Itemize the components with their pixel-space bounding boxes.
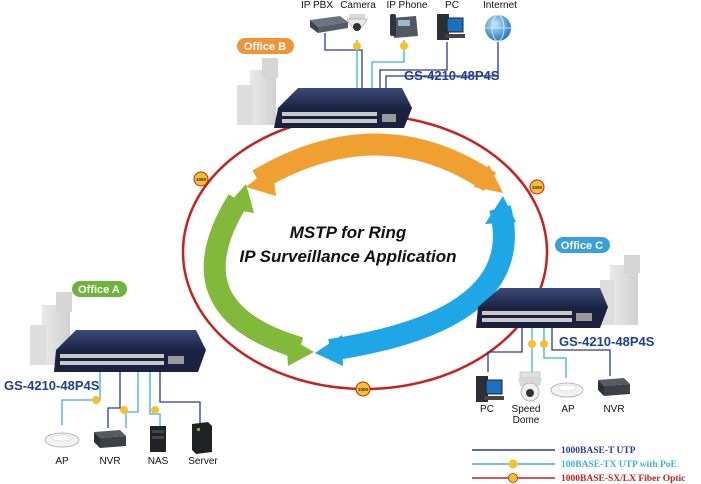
arrow-green-head-bottom — [286, 336, 314, 366]
legend: 1000BASE-T UTP 100BASE-TX UTP with PoE 1… — [472, 446, 685, 484]
ip-pbx-device-b — [310, 16, 348, 33]
ip-phone-device-b — [390, 14, 418, 38]
switch-c-model: GS-4210-48P4S — [559, 334, 655, 349]
device-label-nvr-c: NVR — [603, 404, 624, 415]
switch-a-model: GS-4210-48P4S — [4, 378, 100, 393]
office-a-buildings — [30, 292, 72, 365]
office-b-buildings — [237, 58, 278, 125]
office-b-poe-markers — [353, 42, 408, 50]
office-c-buildings — [600, 255, 640, 325]
arrow-blue-head-bottom — [315, 335, 343, 366]
fiber-bubble-left: 1000 — [193, 171, 209, 187]
pc-device-c — [476, 376, 504, 402]
office-a-wires — [61, 372, 201, 428]
device-label-speed-dome-line1: Speed — [512, 404, 541, 415]
device-label-ip-phone: IP Phone — [387, 0, 428, 11]
device-label-speed-dome-line2: Dome — [513, 415, 540, 426]
fiber-bubble-right: 1000 — [529, 179, 545, 195]
office-b-label: Office B — [244, 41, 286, 53]
device-label-nvr-a: NVR — [99, 456, 120, 467]
legend-utp: 1000BASE-T UTP — [472, 446, 636, 456]
camera-device-b — [346, 14, 368, 31]
device-label-pc-b: PC — [445, 0, 459, 11]
office-c-badge: Office C — [555, 237, 610, 253]
device-label-pc-c: PC — [480, 404, 494, 415]
fiber-bubble-bottom-label: 1000 — [358, 387, 369, 392]
legend-poe: 100BASE-TX UTP with PoE — [472, 459, 677, 470]
legend-fiber-label: 1000BASE-SX/LX Fiber Optic — [561, 474, 685, 484]
device-label-camera: Camera — [340, 0, 376, 11]
office-a-label: Office A — [78, 284, 120, 296]
legend-poe-label: 100BASE-TX UTP with PoE — [561, 460, 677, 470]
switch-a-ports — [60, 354, 184, 365]
office-a-badge: Office A — [72, 281, 127, 297]
switch-a — [54, 330, 206, 372]
device-label-nas-a: NAS — [148, 456, 169, 467]
switch-b-ports — [282, 112, 396, 123]
diagram-title-line1: MSTP for Ring — [290, 223, 407, 242]
pc-device-b — [437, 14, 465, 40]
switch-b — [274, 88, 412, 128]
device-label-ap-a: AP — [55, 456, 69, 467]
fiber-bubble-bottom: 1000 — [355, 381, 371, 397]
switch-c — [476, 288, 608, 328]
legend-utp-label: 1000BASE-T UTP — [561, 446, 636, 456]
arrow-orange-head-right — [474, 165, 503, 193]
arrow-green — [203, 194, 304, 359]
fiber-bubble-left-label: 1000 — [196, 177, 207, 182]
switch-c-ports — [482, 311, 592, 322]
internet-globe-device-b — [485, 14, 511, 42]
speed-dome-device-c — [518, 371, 542, 402]
nvr-device-a — [94, 430, 126, 448]
arrow-orange — [252, 133, 497, 192]
office-c-label: Office C — [561, 240, 603, 252]
arrow-orange-head-left — [246, 166, 276, 196]
arrow-green-head-top — [225, 184, 254, 213]
arrow-blue — [328, 205, 515, 361]
office-a-poe-markers — [92, 396, 159, 414]
office-c-poe-markers — [528, 340, 548, 348]
fiber-bubble-right-label: 1000 — [532, 185, 543, 190]
ap-device-a — [44, 432, 80, 448]
server-device-a — [192, 422, 212, 454]
legend-fiber: 1000BASE-SX/LX Fiber Optic — [472, 473, 685, 484]
ap-device-c — [550, 382, 584, 398]
nvr-device-c — [598, 378, 630, 396]
arrow-blue-head-top — [485, 196, 516, 224]
device-label-ap-c: AP — [561, 404, 575, 415]
device-label-server-a: Server — [188, 456, 218, 467]
device-label-ip-pbx: IP PBX — [301, 0, 333, 11]
nas-device-a — [150, 426, 166, 452]
office-b-badge: Office B — [237, 38, 294, 54]
device-label-internet: Internet — [483, 0, 517, 11]
diagram-title-line2: IP Surveillance Application — [240, 247, 457, 266]
